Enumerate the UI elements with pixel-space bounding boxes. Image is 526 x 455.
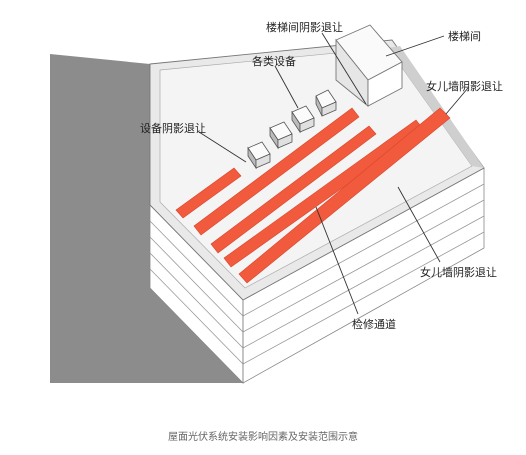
pv-row-5 [238, 107, 451, 284]
leader-lines [198, 32, 469, 315]
label-equipment: 各类设备 [252, 54, 296, 68]
label-parapet-setback-top: 女儿墙阴影退让 [426, 79, 503, 93]
pv-rows [175, 107, 451, 284]
floor-lines [149, 183, 485, 383]
stairwell-box [335, 24, 403, 107]
pv-row-3 [210, 125, 377, 254]
label-stair-setback: 楼梯间阴影退让 [266, 20, 343, 34]
equipment-unit [291, 105, 315, 134]
label-stairwell: 楼梯间 [448, 29, 481, 43]
label-equipment-setback: 设备阴影退让 [140, 121, 206, 135]
pv-row-1 [175, 167, 242, 219]
equipment-unit [247, 141, 271, 170]
figure-caption: 屋面光伏系统安装影响因素及安装范围示意 [168, 430, 358, 443]
parapet-shadow-strip [388, 46, 484, 168]
equipment-unit [269, 121, 293, 150]
label-aisle: 检修通道 [352, 317, 396, 331]
equipment-unit [315, 89, 337, 117]
label-parapet-setback-side: 女儿墙阴影退让 [420, 265, 497, 279]
pv-row-2 [193, 107, 360, 236]
equipment-units [247, 89, 337, 170]
